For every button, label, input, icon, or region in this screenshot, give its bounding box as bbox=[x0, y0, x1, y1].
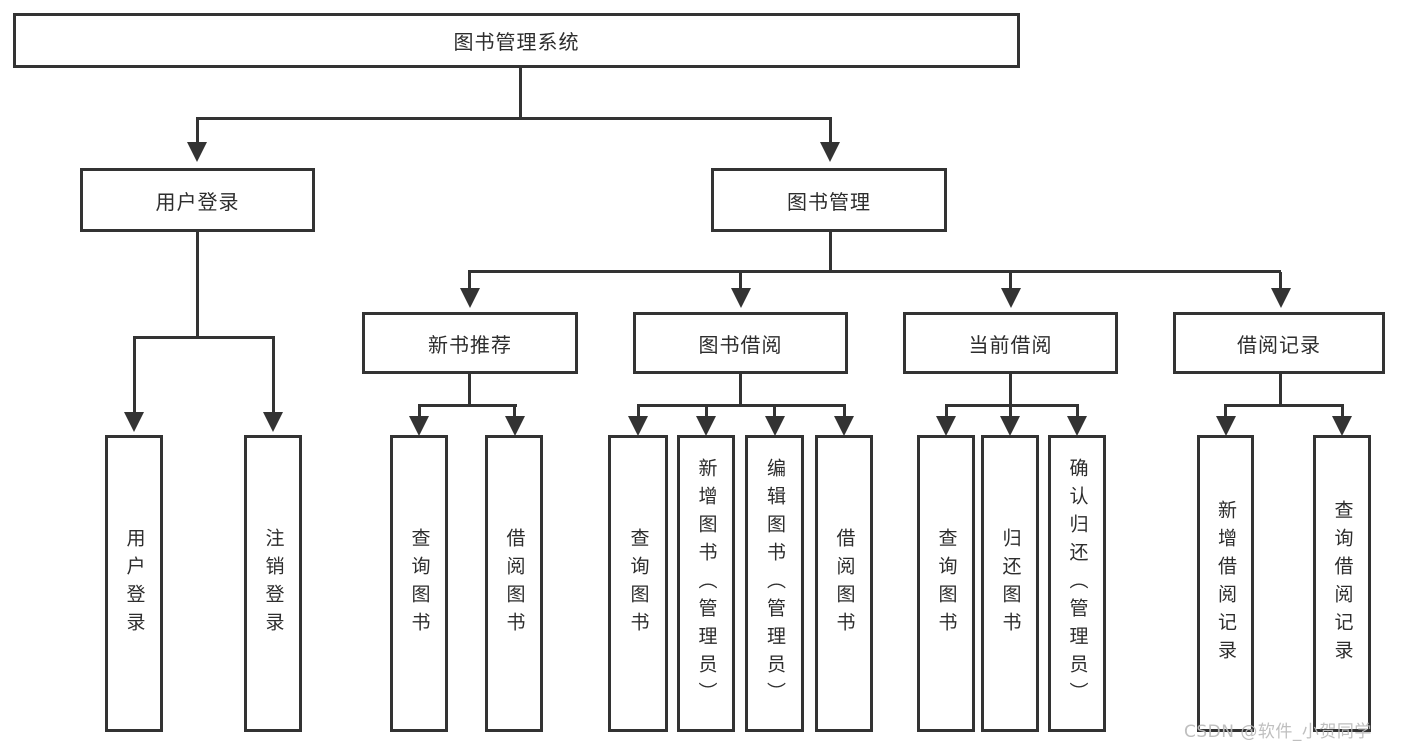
arrow-down-icon bbox=[132, 338, 136, 412]
arrow-down-icon bbox=[1075, 406, 1079, 416]
leaf-add-book-admin: 新增图书（管理员） bbox=[677, 435, 735, 732]
connector-book-management-trunk bbox=[828, 230, 832, 273]
connector-level3-rail bbox=[468, 270, 1281, 273]
connector-user-login-trunk bbox=[195, 230, 199, 339]
leaf-confirm-return-admin: 确认归还（管理员） bbox=[1048, 435, 1106, 732]
arrow-down-icon bbox=[1009, 272, 1012, 288]
connector-level2-rail bbox=[195, 117, 832, 120]
arrow-down-icon bbox=[1279, 272, 1282, 288]
leaf-query-borrow-record: 查询借阅记录 bbox=[1313, 435, 1371, 732]
csdn-watermark: CSDN @软件_小贺同学 bbox=[1184, 722, 1372, 742]
connector-recommend-rail bbox=[417, 404, 517, 407]
connector-records-rail bbox=[1224, 404, 1344, 407]
node-new-book-recommendation: 新书推荐 bbox=[362, 312, 578, 374]
arrow-down-icon bbox=[513, 406, 516, 416]
leaf-return-book: 归还图书 bbox=[981, 435, 1039, 732]
leaf-logout: 注销登录 bbox=[244, 435, 302, 732]
arrow-down-icon bbox=[1224, 406, 1227, 416]
arrow-down-icon bbox=[636, 406, 640, 416]
leaf-query-book-borrowing: 查询图书 bbox=[608, 435, 668, 732]
connector-root-trunk bbox=[519, 66, 522, 120]
arrow-down-icon bbox=[842, 406, 846, 416]
connector-recommend-trunk bbox=[468, 372, 471, 406]
arrow-down-icon bbox=[468, 272, 471, 288]
leaf-edit-book-admin: 编辑图书（管理员） bbox=[745, 435, 804, 732]
node-current-borrowing: 当前借阅 bbox=[903, 312, 1118, 374]
leaf-add-borrow-record: 新增借阅记录 bbox=[1197, 435, 1254, 732]
arrow-down-icon bbox=[739, 272, 742, 288]
arrow-down-icon bbox=[828, 118, 832, 142]
leaf-borrow-book: 借阅图书 bbox=[815, 435, 873, 732]
node-borrowing-records: 借阅记录 bbox=[1173, 312, 1385, 374]
arrow-down-icon bbox=[417, 406, 421, 416]
arrow-down-icon bbox=[195, 118, 199, 142]
arrow-down-icon bbox=[773, 406, 776, 416]
node-library-management-system: 图书管理系统 bbox=[13, 13, 1020, 68]
node-book-borrowing: 图书借阅 bbox=[633, 312, 848, 374]
connector-borrowing-rail bbox=[636, 404, 846, 407]
connector-borrowing-trunk bbox=[739, 372, 742, 406]
leaf-user-login: 用户登录 bbox=[105, 435, 163, 732]
arrow-down-icon bbox=[704, 406, 708, 416]
arrow-down-icon bbox=[1008, 406, 1012, 416]
connector-current-rail bbox=[944, 404, 1079, 407]
leaf-borrow-book-recommend: 借阅图书 bbox=[485, 435, 543, 732]
arrow-down-icon bbox=[271, 338, 275, 412]
connector-user-login-rail bbox=[132, 336, 275, 339]
arrow-down-icon bbox=[944, 406, 948, 416]
leaf-query-book-current: 查询图书 bbox=[917, 435, 975, 732]
connector-current-trunk bbox=[1009, 372, 1012, 406]
arrow-down-icon bbox=[1340, 406, 1344, 416]
node-user-login: 用户登录 bbox=[80, 168, 315, 232]
connector-records-trunk bbox=[1279, 372, 1282, 406]
node-book-management: 图书管理 bbox=[711, 168, 947, 232]
leaf-query-book-recommend: 查询图书 bbox=[390, 435, 448, 732]
